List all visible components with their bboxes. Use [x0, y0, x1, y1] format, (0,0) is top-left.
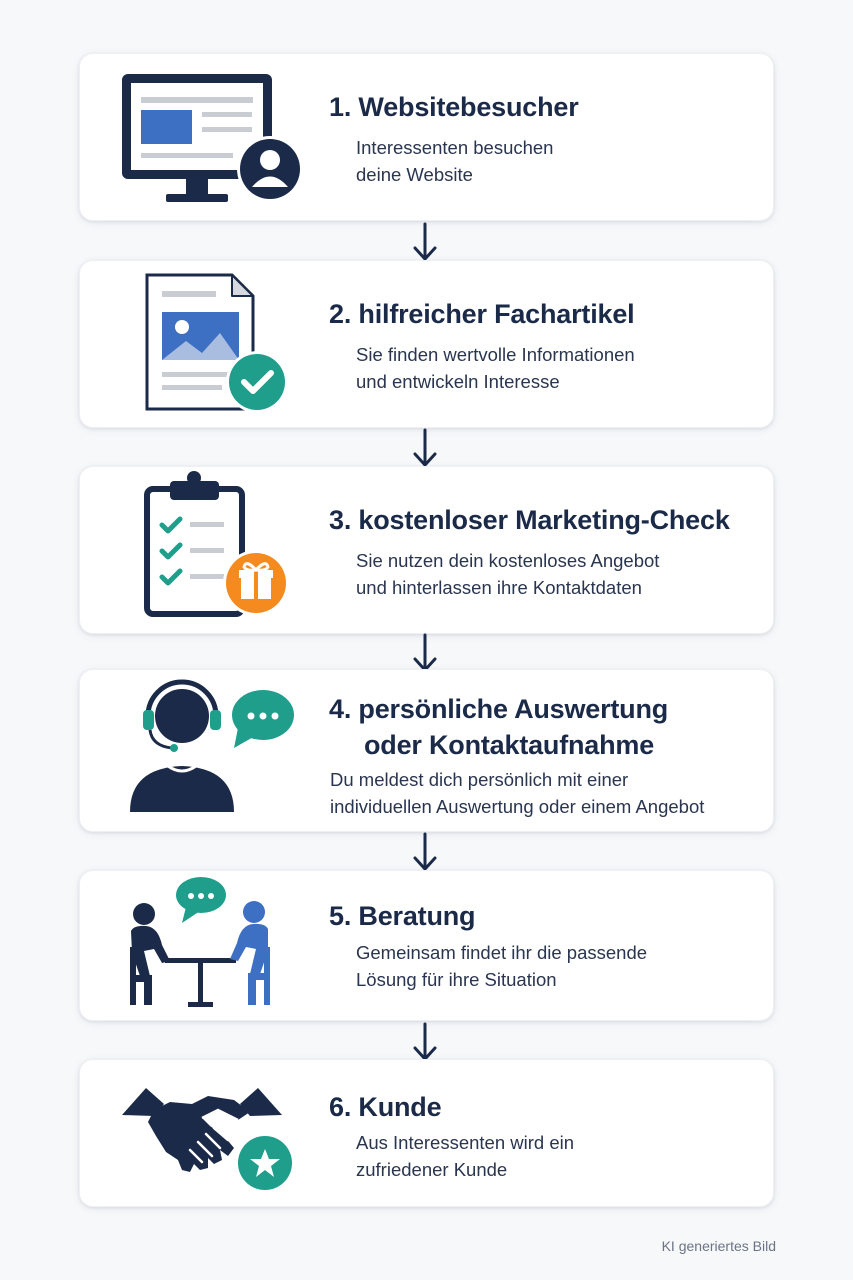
arrow-down-icon: [413, 1022, 437, 1061]
step-card-6: 6. Kunde Aus Interessenten wird ein zufr…: [79, 1059, 774, 1207]
step-title-line-2: oder Kontaktaufnahme: [364, 730, 655, 760]
step-card-5: 5. Beratung Gemeinsam findet ihr die pas…: [79, 870, 774, 1021]
step-title: 5. Beratung: [329, 901, 476, 931]
step-card-2: 2. hilfreicher Fachartikel Sie finden we…: [79, 260, 774, 428]
step-description: Aus Interessenten wird ein zufriedener K…: [356, 1132, 575, 1180]
step-description: Du meldest dich persönlich mit einer ind…: [330, 769, 705, 817]
step-description: Gemeinsam findet ihr die passende Lösung…: [356, 942, 648, 990]
step-card-3: 3. kostenloser Marketing-Check Sie nutze…: [79, 466, 774, 634]
step-card-1: 1. Websitebesucher Interessenten besuche…: [79, 53, 774, 221]
monitor-user-icon: [122, 74, 303, 202]
arrow-down-icon: [413, 222, 437, 261]
step-description: Sie finden wertvolle Informationen und e…: [356, 344, 635, 392]
step-card-4: 4. persönliche Auswertung oder Kontaktau…: [79, 669, 774, 832]
arrow-down-icon: [413, 428, 437, 467]
article-check-icon: [145, 273, 288, 413]
step-title: 3. kostenloser Marketing-Check: [329, 505, 730, 535]
step-title: 1. Websitebesucher: [329, 92, 579, 122]
handshake-star-icon: [122, 1088, 295, 1193]
headset-chat-icon: [130, 679, 294, 812]
step-title: 6. Kunde: [329, 1092, 442, 1122]
arrow-down-icon: [413, 832, 437, 871]
step-title: 4. persönliche Auswertung: [329, 694, 669, 724]
arrow-down-icon: [413, 633, 437, 672]
step-description: Interessenten besuchen deine Website: [356, 137, 554, 185]
footer-note: KI generiertes Bild: [661, 1238, 776, 1254]
step-title: 2. hilfreicher Fachartikel: [329, 299, 635, 329]
step-description: Sie nutzen dein kostenloses Angebot und …: [356, 550, 660, 598]
meeting-icon: [130, 877, 270, 1007]
clipboard-gift-icon: [144, 471, 289, 617]
